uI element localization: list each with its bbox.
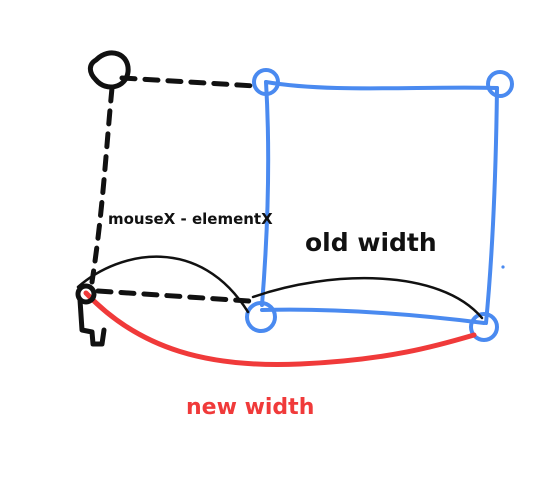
dashed-guides	[89, 75, 258, 304]
box-right-edge	[484, 86, 499, 325]
handle-top-left	[252, 68, 280, 96]
box-bottom-edge	[260, 307, 486, 325]
ghost-handle-icon	[87, 50, 131, 90]
old-width-label: old width	[305, 228, 437, 257]
handle-bottom-right	[469, 312, 499, 342]
new-width-label: new width	[186, 395, 315, 420]
dashed-top-guide	[119, 75, 258, 89]
offset-arc	[76, 255, 250, 314]
cursor-hand-icon	[75, 283, 107, 347]
box-corner-handles	[245, 68, 514, 342]
stray-dot	[501, 265, 505, 269]
measure-arcs	[76, 255, 484, 320]
element-box	[260, 80, 499, 325]
box-top-edge	[264, 80, 499, 91]
new-width-arc	[83, 290, 477, 367]
mouse-offset-label: mouseX - elementX	[108, 210, 273, 228]
old-width-arc	[251, 276, 484, 320]
box-left-edge	[260, 80, 271, 307]
dashed-bottom-guide	[95, 288, 252, 304]
dashed-left-guide	[89, 85, 115, 285]
handle-bottom-left	[245, 301, 277, 333]
handle-top-right	[486, 70, 514, 98]
